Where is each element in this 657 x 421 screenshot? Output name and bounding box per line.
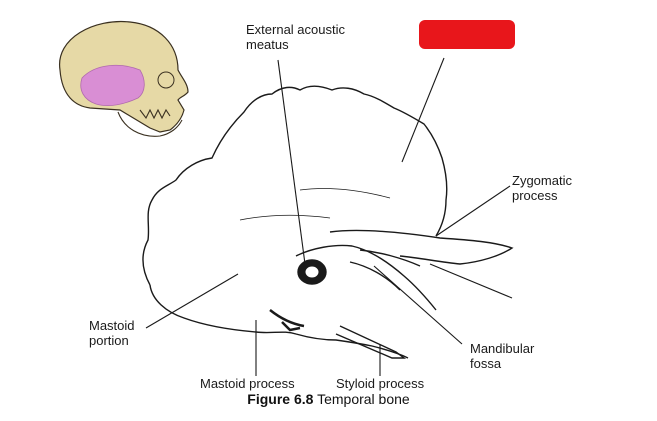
leader-mandibular-fossa xyxy=(373,265,463,345)
label-mastoid-portion: Mastoid portion xyxy=(89,318,135,348)
label-mastoid-process: Mastoid process xyxy=(200,376,295,391)
label-zygomatic-process: Zygomatic process xyxy=(512,173,572,203)
inferior-outline xyxy=(149,284,409,359)
leader-lines xyxy=(145,57,513,376)
figure-title: Temporal bone xyxy=(317,391,410,407)
label-line: Mastoid xyxy=(89,318,135,333)
zygomatic-process-outline xyxy=(329,229,514,265)
skull-jaw xyxy=(117,111,183,137)
label-line: portion xyxy=(89,333,129,348)
temporal-bone-highlight xyxy=(80,65,145,106)
label-mandibular-fossa: Mandibular fossa xyxy=(470,341,534,371)
surface-texture xyxy=(239,188,391,221)
redacted-label-box xyxy=(419,20,515,49)
label-external-acoustic-meatus: External acoustic meatus xyxy=(246,22,345,52)
meatus-inner-ring xyxy=(304,265,320,279)
figure-number: Figure 6.8 xyxy=(247,391,314,407)
leader-redacted-label xyxy=(401,57,445,163)
label-line: Zygomatic xyxy=(512,173,572,188)
label-line: External acoustic xyxy=(246,22,345,37)
petrous-outline xyxy=(295,244,437,311)
leader-mastoid-portion xyxy=(145,273,239,329)
label-line: meatus xyxy=(246,37,289,52)
label-styloid-process: Styloid process xyxy=(336,376,425,391)
figure-caption: Figure 6.8 Temporal bone xyxy=(0,391,657,407)
styloid-outline xyxy=(335,325,407,359)
mastoid-shading xyxy=(269,309,305,332)
label-line: Mandibular xyxy=(470,341,535,356)
leader-extra xyxy=(429,263,513,299)
skull-teeth xyxy=(139,108,171,120)
leader-zygomatic-process xyxy=(435,185,511,237)
label-line: fossa xyxy=(470,356,502,371)
skull-thumbnail xyxy=(59,20,189,137)
skull-eye-socket xyxy=(157,71,175,89)
label-line: process xyxy=(512,188,558,203)
leader-external-acoustic-meatus xyxy=(277,59,306,265)
fossa-detail xyxy=(349,249,421,291)
